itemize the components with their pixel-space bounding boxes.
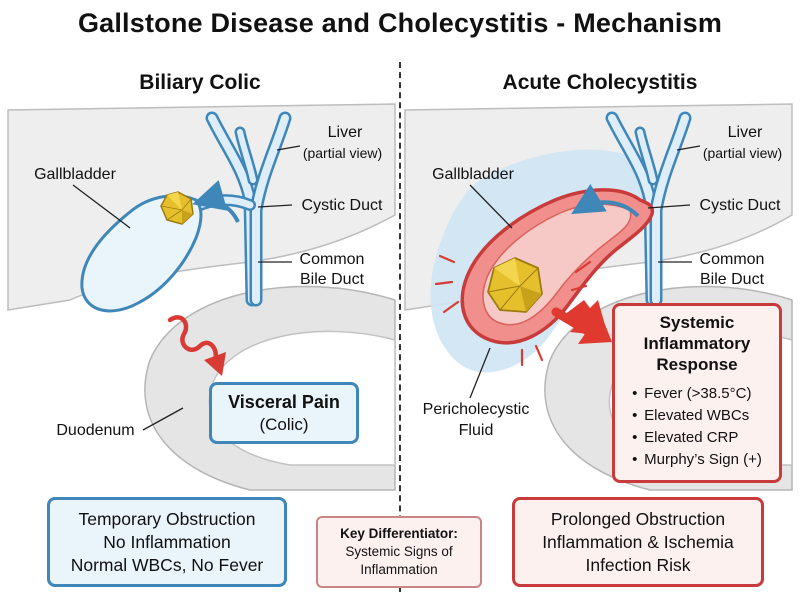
right-common-bile-duct-label-2: Bile Duct — [699, 271, 765, 288]
list-item: •Elevated WBCs — [632, 407, 750, 424]
left-summary-line: No Inflammation — [103, 531, 231, 552]
right-summary-line: Prolonged Obstruction — [550, 508, 726, 529]
panel-divider — [399, 62, 401, 592]
systemic-title-3: Response — [656, 355, 738, 374]
left-cystic-duct-label: Cystic Duct — [301, 197, 383, 214]
left-common-bile-duct-label-1: Common — [299, 251, 365, 268]
right-gallbladder-label: Gallbladder — [432, 166, 514, 183]
biliary-colic-summary-box: Temporary Obstruction No Inflammation No… — [47, 497, 287, 587]
left-liver-label: Liver — [327, 124, 363, 141]
list-item: •Fever (>38.5°C) — [632, 385, 752, 402]
diagram-title: Gallstone Disease and Cholecystitis - Me… — [77, 8, 723, 38]
visceral-pain-subtitle: (Colic) — [259, 414, 309, 434]
left-bile-flow-arrow — [192, 180, 240, 223]
right-fluid-label-2: Fluid — [458, 422, 494, 439]
right-leader-lines — [469, 145, 701, 399]
key-differentiator-title: Key Differentiator: — [340, 526, 458, 541]
biliary-colic-heading: Biliary Colic — [139, 71, 261, 94]
systemic-title-1: Systemic — [659, 313, 735, 332]
key-differentiator-line-1: Systemic Signs of — [345, 544, 453, 559]
acute-cholecystitis-summary-box: Prolonged Obstruction Inflammation & Isc… — [512, 497, 764, 587]
left-duodenum-label: Duodenum — [56, 422, 135, 439]
right-cystic-duct-label: Cystic Duct — [699, 197, 781, 214]
systemic-response-box: Systemic Inflammatory Response •Fever (>… — [612, 303, 782, 483]
left-gallstone — [160, 191, 194, 225]
key-differentiator-line-2: Inflammation — [360, 562, 438, 577]
right-liver-label: Liver — [727, 124, 763, 141]
list-item: •Murphy’s Sign (+) — [632, 451, 762, 468]
right-bile-flow-arrow — [571, 183, 640, 218]
left-pain-arrowhead — [204, 352, 226, 376]
left-gallbladder — [80, 194, 203, 313]
right-gallstone — [487, 257, 543, 313]
right-systemic-arrowhead — [578, 312, 612, 344]
right-bile-ducts — [605, 111, 692, 307]
right-fluid-label-1: Pericholecystic — [422, 401, 530, 418]
left-common-bile-duct-label-2: Bile Duct — [299, 271, 365, 288]
left-gallbladder-label: Gallbladder — [34, 166, 116, 183]
left-pain-wave-arrow — [167, 315, 218, 365]
left-leader-lines — [72, 145, 301, 431]
key-differentiator-box: Key Differentiator: Systemic Signs of In… — [316, 516, 482, 588]
right-summary-line: Inflammation & Ischemia — [542, 531, 734, 552]
left-summary-line: Temporary Obstruction — [78, 508, 256, 529]
visceral-pain-box: Visceral Pain (Colic) — [209, 382, 359, 444]
right-liver-sub-label: (partial view) — [702, 145, 783, 161]
right-common-bile-duct-label-1: Common — [699, 251, 765, 268]
list-item: •Elevated CRP — [632, 429, 739, 446]
right-inflammation-marks — [434, 254, 592, 367]
left-liver-sub-label: (partial view) — [302, 145, 383, 161]
systemic-title-2: Inflammatory — [643, 334, 751, 353]
acute-cholecystitis-heading: Acute Cholecystitis — [502, 71, 698, 94]
visceral-pain-title: Visceral Pain — [228, 391, 340, 412]
systemic-signs-list: •Fever (>38.5°C) •Elevated WBCs •Elevate… — [632, 383, 762, 471]
right-systemic-arrow-shaft — [551, 307, 591, 335]
right-summary-line: Infection Risk — [585, 554, 691, 575]
left-summary-line: Normal WBCs, No Fever — [70, 554, 264, 575]
